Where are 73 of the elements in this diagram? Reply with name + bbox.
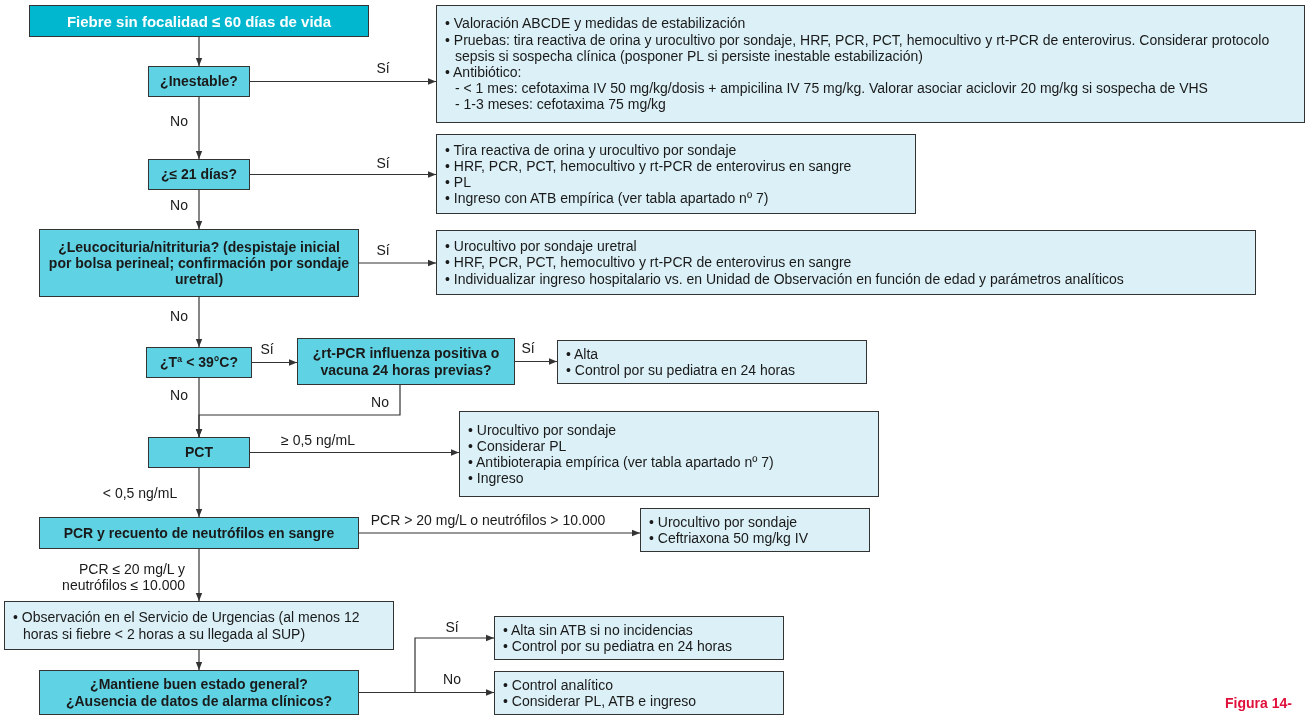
bullet-item: • Individualizar ingreso hospitalario vs. en Unidad de Observación en función de edad y parámetros analíticos xyxy=(445,270,1125,287)
arrow xyxy=(195,384,401,438)
info-box xyxy=(494,616,784,660)
arrow xyxy=(358,529,641,537)
question-text: ¿Leucocituria/nitrituria? (despistaje inicial por bolsa perineal; confirmación por sondaje uretral) xyxy=(47,238,351,288)
question-text: ¿≤ 21 días? xyxy=(159,166,239,183)
bullet-item: • Antibioterapia empírica (ver tabla apartado nº 7) xyxy=(468,454,775,471)
question-text: ¿rt-PCR influenza positiva o vacuna 24 horas previas? xyxy=(311,345,501,378)
bullet-item: • Ingreso con ATB empírica (ver tabla apartado nº 7) xyxy=(445,190,770,207)
arrow xyxy=(195,649,203,671)
info-box xyxy=(640,508,870,552)
question-text: ¿Mantiene buen estado general? xyxy=(89,676,309,693)
bullet-item: • Ingreso xyxy=(468,470,525,487)
edge-label: PCR > 20 mg/L o neutrófilos > 10.000 xyxy=(368,511,608,529)
arrow xyxy=(249,171,437,178)
info-box xyxy=(459,411,879,497)
bullet-item: • Ceftriaxona 50 mg/kg IV xyxy=(649,530,809,547)
decision-box xyxy=(39,517,359,549)
start-box xyxy=(29,5,369,37)
bullet-item: • Control por su pediatra en 24 horas xyxy=(566,362,797,379)
decision-box xyxy=(39,670,359,715)
arrow xyxy=(249,449,460,456)
question-text: PCR y recuento de neutrófilos en sangre xyxy=(62,524,336,542)
bullet-item: • Alta xyxy=(566,345,600,362)
bullet-item: • Considerar PL xyxy=(468,437,567,454)
decision-box xyxy=(148,437,250,468)
title-text: Fiebre sin focalidad ≤ 60 días de vida xyxy=(65,12,333,30)
bullet-item: • Urocultivo por sondaje xyxy=(468,421,618,438)
info-box xyxy=(436,5,1305,123)
arrow xyxy=(195,548,203,602)
decision-box xyxy=(297,338,515,385)
arrow xyxy=(358,259,437,267)
bullet-item: • Urocultivo por sondaje uretral xyxy=(445,238,638,255)
bullet-item: • Urocultivo por sondaje xyxy=(649,513,799,530)
bullet-item: • Considerar PL, ATB e ingreso xyxy=(503,693,697,710)
arrow xyxy=(195,189,203,230)
arrow xyxy=(251,359,298,366)
arrow xyxy=(249,78,437,85)
arrow xyxy=(195,96,203,160)
question-text: ¿Tª < 39°C? xyxy=(158,354,240,371)
info-box xyxy=(436,134,916,214)
sub-item-text: - 1-3 meses: cefotaxima 75 mg/kg xyxy=(454,96,667,113)
arrow xyxy=(195,467,203,518)
bullet-item: • Valoración ABCDE y medidas de estabilización xyxy=(445,15,747,32)
bullet-item: • Antibiótico: xyxy=(445,64,523,81)
sub-item-text: - < 1 mes: cefotaxima IV 50 mg/kg/dosis + ampicilina IV 75 mg/kg. Valorar asociar aciclovir 20 mg/kg si sospecha de VHS xyxy=(454,80,1209,97)
bullet-item: • Observación en el Servicio de Urgencias (al menos 12 horas si fiebre < 2 horas a su llegada al SUP) xyxy=(13,609,361,642)
info-box xyxy=(4,601,394,650)
decision-box xyxy=(39,229,359,297)
arrow xyxy=(195,296,203,348)
bullet-item: • HRF, PCR, PCT, hemocultivo y rt-PCR de enterovirus en sangre xyxy=(445,254,853,271)
arrow xyxy=(195,36,203,67)
decision-box xyxy=(148,159,250,190)
question-text: ¿Ausencia de datos de alarma clínicos? xyxy=(64,692,334,709)
decision-box xyxy=(148,66,250,97)
bullet-item: • Control por su pediatra en 24 horas xyxy=(503,638,734,655)
info-box xyxy=(557,340,867,384)
arrow xyxy=(514,358,558,365)
info-box xyxy=(436,230,1256,295)
info-box xyxy=(494,671,784,715)
arrow xyxy=(358,689,495,696)
question-text: PCT xyxy=(184,444,214,461)
bullet-item: • PL xyxy=(445,174,472,191)
bullet-item: • Alta sin ATB si no incidencias xyxy=(503,621,694,638)
bullet-item: • Tira reactiva de orina y urocultivo por sondaje xyxy=(445,141,738,158)
figure-label: Figura 14- xyxy=(1225,695,1292,711)
edge-label: ≥ 0,5 ng/mL xyxy=(279,431,357,449)
question-text: ¿Inestable? xyxy=(159,73,239,90)
decision-box xyxy=(146,347,252,378)
bullet-item: • Pruebas: tira reactiva de orina y urocultivo por sondaje, HRF, PCR, PCT, hemocultivo y rt-PCR de enterovirus. Considerar protocolo sepsis si sospecha clínica (posponer PL si persiste inestable estabilización) xyxy=(445,31,1271,64)
bullet-item: • Control analítico xyxy=(503,676,614,693)
edge-label: < 0,5 ng/mL xyxy=(100,484,180,502)
bullet-item: • HRF, PCR, PCT, hemocultivo y rt-PCR de enterovirus en sangre xyxy=(445,157,853,174)
